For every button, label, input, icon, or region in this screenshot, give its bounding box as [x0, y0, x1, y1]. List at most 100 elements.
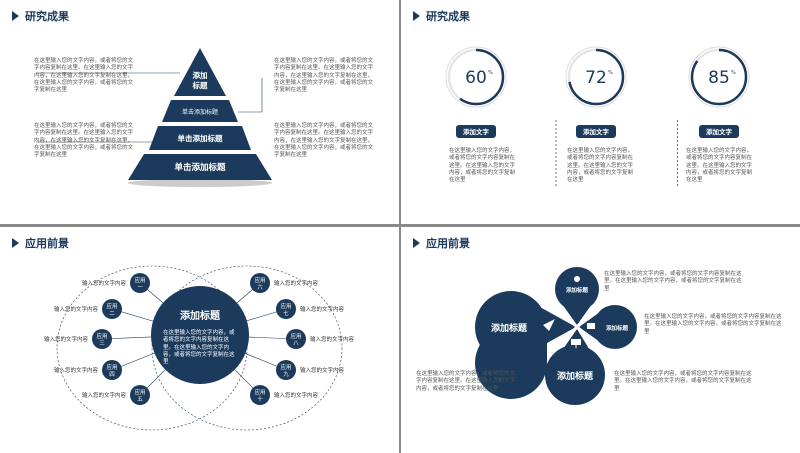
- text-right-top: 在这里输入您的文字内容，或者将您的文字内容复制在这里。在这里输入您的文字内容，在…: [274, 58, 374, 94]
- app-node-label-a-4: 应用: [106, 363, 117, 371]
- ring-label-bg-1: [456, 125, 496, 138]
- app-node-label-a-5: 应用: [134, 388, 145, 396]
- monitor-icon: [571, 339, 581, 345]
- ring-value-3: 85: [708, 68, 730, 88]
- radial-diagram: 添加标题应用一输入您的文字内容应用二输入您的文字内容应用三输入您的文字内容应用四…: [44, 265, 355, 431]
- progress-rings: 60% 添加文字 72% 添加文字 85% 添加文字: [445, 46, 750, 188]
- app-node-label-b-10: 十: [257, 395, 263, 403]
- slide-research-results-pyramid: 研究成果 添加 标题 单击添加标题 单击添加标题 单击添加标题 在这里输入您的文…: [0, 0, 399, 224]
- ring-label-1: 添加文字: [463, 127, 490, 136]
- app-node-desc-3: 输入您的文字内容: [44, 335, 89, 343]
- pyramid-label-4: 单击添加标题: [174, 162, 226, 173]
- pyramid-label-1-a: 添加: [193, 70, 208, 80]
- text-right-1: 在这里输入您的文字内容，或者将您的文字内容复制在这里。在这里输入您的文字内容，或…: [604, 271, 742, 292]
- app-node-label-b-5: 五: [137, 396, 143, 403]
- slide-applications-petals: 应用前景 添加标题 添加标题 添加标题 添加标题 在这里输入您的文字内容，或者将…: [401, 227, 800, 453]
- pyramid-level-2: [162, 100, 238, 122]
- app-node-label-b-3: 三: [99, 340, 105, 347]
- app-node-desc-7: 输入您的文字内容: [300, 305, 345, 313]
- svg-text:添加标题: 添加标题: [491, 322, 528, 334]
- pyramid-diagram: 添加 标题 单击添加标题 单击添加标题 单击添加标题: [36, 48, 272, 187]
- pyramid-level-3: [149, 126, 251, 150]
- svg-text:添加标题: 添加标题: [557, 370, 594, 382]
- text-left-bottom: 在这里输入您的文字内容，或者将您的文字内容复制在这里。在这里输入您的文字内容，在…: [34, 123, 134, 159]
- ring-text-3: 在这里输入您的文字内容，或者将您的文字内容复制在这里。在这里输入您的文字内容，或…: [686, 148, 753, 184]
- ring-unit-3: %: [731, 70, 736, 76]
- paper-plane-icon: [543, 319, 555, 331]
- app-node-8: [286, 329, 306, 349]
- text-right-2: 在这里输入您的文字内容，或者将您的文字内容复制在这里。在这里输入您的文字内容，或…: [644, 314, 782, 335]
- app-node-1: [130, 273, 150, 293]
- app-node-4: [102, 360, 122, 380]
- app-node-desc-4: 输入您的文字内容: [54, 366, 99, 374]
- settings-icon: [574, 276, 580, 282]
- app-node-label-a-8: 应用: [290, 332, 301, 340]
- app-node-label-b-4: 四: [109, 371, 115, 378]
- app-node-label-b-1: 一: [137, 285, 143, 291]
- ring-value-1: 60: [465, 68, 487, 88]
- app-node-desc-9: 输入您的文字内容: [300, 366, 345, 374]
- ring-outer-1: [445, 46, 507, 108]
- ring-label-2: 添加文字: [583, 127, 610, 136]
- center-text: 在这里输入您的文字内容，或者将您的文字内容复制在这里。在这里输入您的文字内容，或…: [163, 330, 235, 366]
- app-node-desc-10: 输入您的文字内容: [274, 391, 319, 399]
- ring-unit-1: %: [488, 70, 493, 76]
- app-node-7: [276, 299, 296, 319]
- app-node-label-a-2: 应用: [106, 302, 117, 310]
- pyramid-label-3: 单击添加标题: [178, 133, 223, 143]
- text-left: 在这里输入您的文字内容，或者将您的文字内容复制在这里。在这里输入您的文字内容，或…: [416, 371, 516, 392]
- app-node-label-a-9: 应用: [280, 363, 291, 371]
- app-node-desc-5: 输入您的文字内容: [82, 391, 127, 399]
- app-node-label-a-7: 应用: [280, 302, 291, 310]
- app-node-desc-1: 输入您的文字内容: [82, 279, 127, 287]
- app-node-desc-2: 输入您的文字内容: [54, 305, 99, 313]
- svg-text:添加标题: 添加标题: [606, 324, 629, 332]
- app-node-label-a-6: 应用: [254, 276, 265, 284]
- slide-research-results-rings: 研究成果 60% 添加文字 72% 添加文字 85% 添加文字 在这里输入您的文字内容，或…: [401, 0, 800, 224]
- ring-outer-2: [565, 46, 627, 108]
- triangle-icon: [12, 238, 19, 248]
- triangle-icon: [413, 238, 420, 248]
- app-node-5: [130, 385, 150, 405]
- text-right-3: 在这里输入您的文字内容，或者将您的文字内容复制在这里。在这里输入您的文字内容，或…: [614, 371, 752, 392]
- ring-label-3: 添加文字: [706, 127, 733, 136]
- ring-progress-1: [447, 48, 505, 106]
- app-node-label-b-9: 九: [283, 370, 289, 378]
- app-node-9: [276, 360, 296, 380]
- pyramid-label-1-b: 标题: [192, 80, 208, 90]
- pyramid-label-2: 单击添加标题: [182, 108, 218, 116]
- triangle-icon: [413, 11, 420, 21]
- center-circle: [151, 286, 249, 384]
- svg-text:添加标题: 添加标题: [566, 286, 589, 294]
- app-node-2: [102, 299, 122, 319]
- slide-title: 研究成果: [413, 8, 470, 24]
- triangle-icon: [12, 11, 19, 21]
- slide-title: 应用前景: [413, 235, 470, 251]
- app-node-desc-6: 输入您的文字内容: [274, 279, 319, 287]
- pyramid-level-1: [174, 48, 226, 96]
- slide-title: 应用前景: [12, 235, 69, 251]
- app-node-3: [92, 329, 112, 349]
- app-node-label-b-6: 六: [257, 283, 263, 291]
- ring-label-bg-2: [576, 125, 616, 138]
- app-node-label-b-2: 二: [109, 311, 115, 317]
- ring-progress-2: [567, 48, 625, 106]
- ring-value-2: 72: [585, 68, 607, 88]
- ring-text-2: 在这里输入您的文字内容，或者将您的文字内容复制在这里。在这里输入您的文字内容，或…: [567, 148, 634, 184]
- app-node-6: [250, 273, 270, 293]
- text-right-bottom: 在这里输入您的文字内容，或者将您的文字内容复制在这里。在这里输入您的文字内容，在…: [274, 123, 374, 159]
- app-node-label-a-1: 应用: [134, 276, 145, 284]
- petal-diagram: 添加标题 添加标题 添加标题 添加标题: [475, 267, 637, 405]
- slide-applications-radial: 应用前景 添加标题应用一输入您的文字内容应用二输入您的文字内容应用三输入您的文字…: [0, 227, 399, 453]
- pyramid-level-4: [128, 154, 272, 180]
- ring-unit-2: %: [608, 70, 613, 76]
- app-node-label-a-3: 应用: [96, 332, 107, 340]
- text-left-top: 在这里输入您的文字内容，或者将您的文字内容复制在这里。在这里输入您的文字内容，在…: [34, 58, 134, 94]
- center-title: 添加标题: [180, 309, 221, 322]
- briefcase-icon: [587, 323, 595, 329]
- slide-title: 研究成果: [12, 8, 69, 24]
- app-node-10: [250, 385, 270, 405]
- ring-text-1: 在这里输入您的文字内容，或者将您的文字内容复制在这里。在这里输入您的文字内容，或…: [449, 148, 516, 184]
- app-node-label-a-10: 应用: [254, 388, 265, 396]
- app-node-label-b-8: 八: [293, 341, 299, 347]
